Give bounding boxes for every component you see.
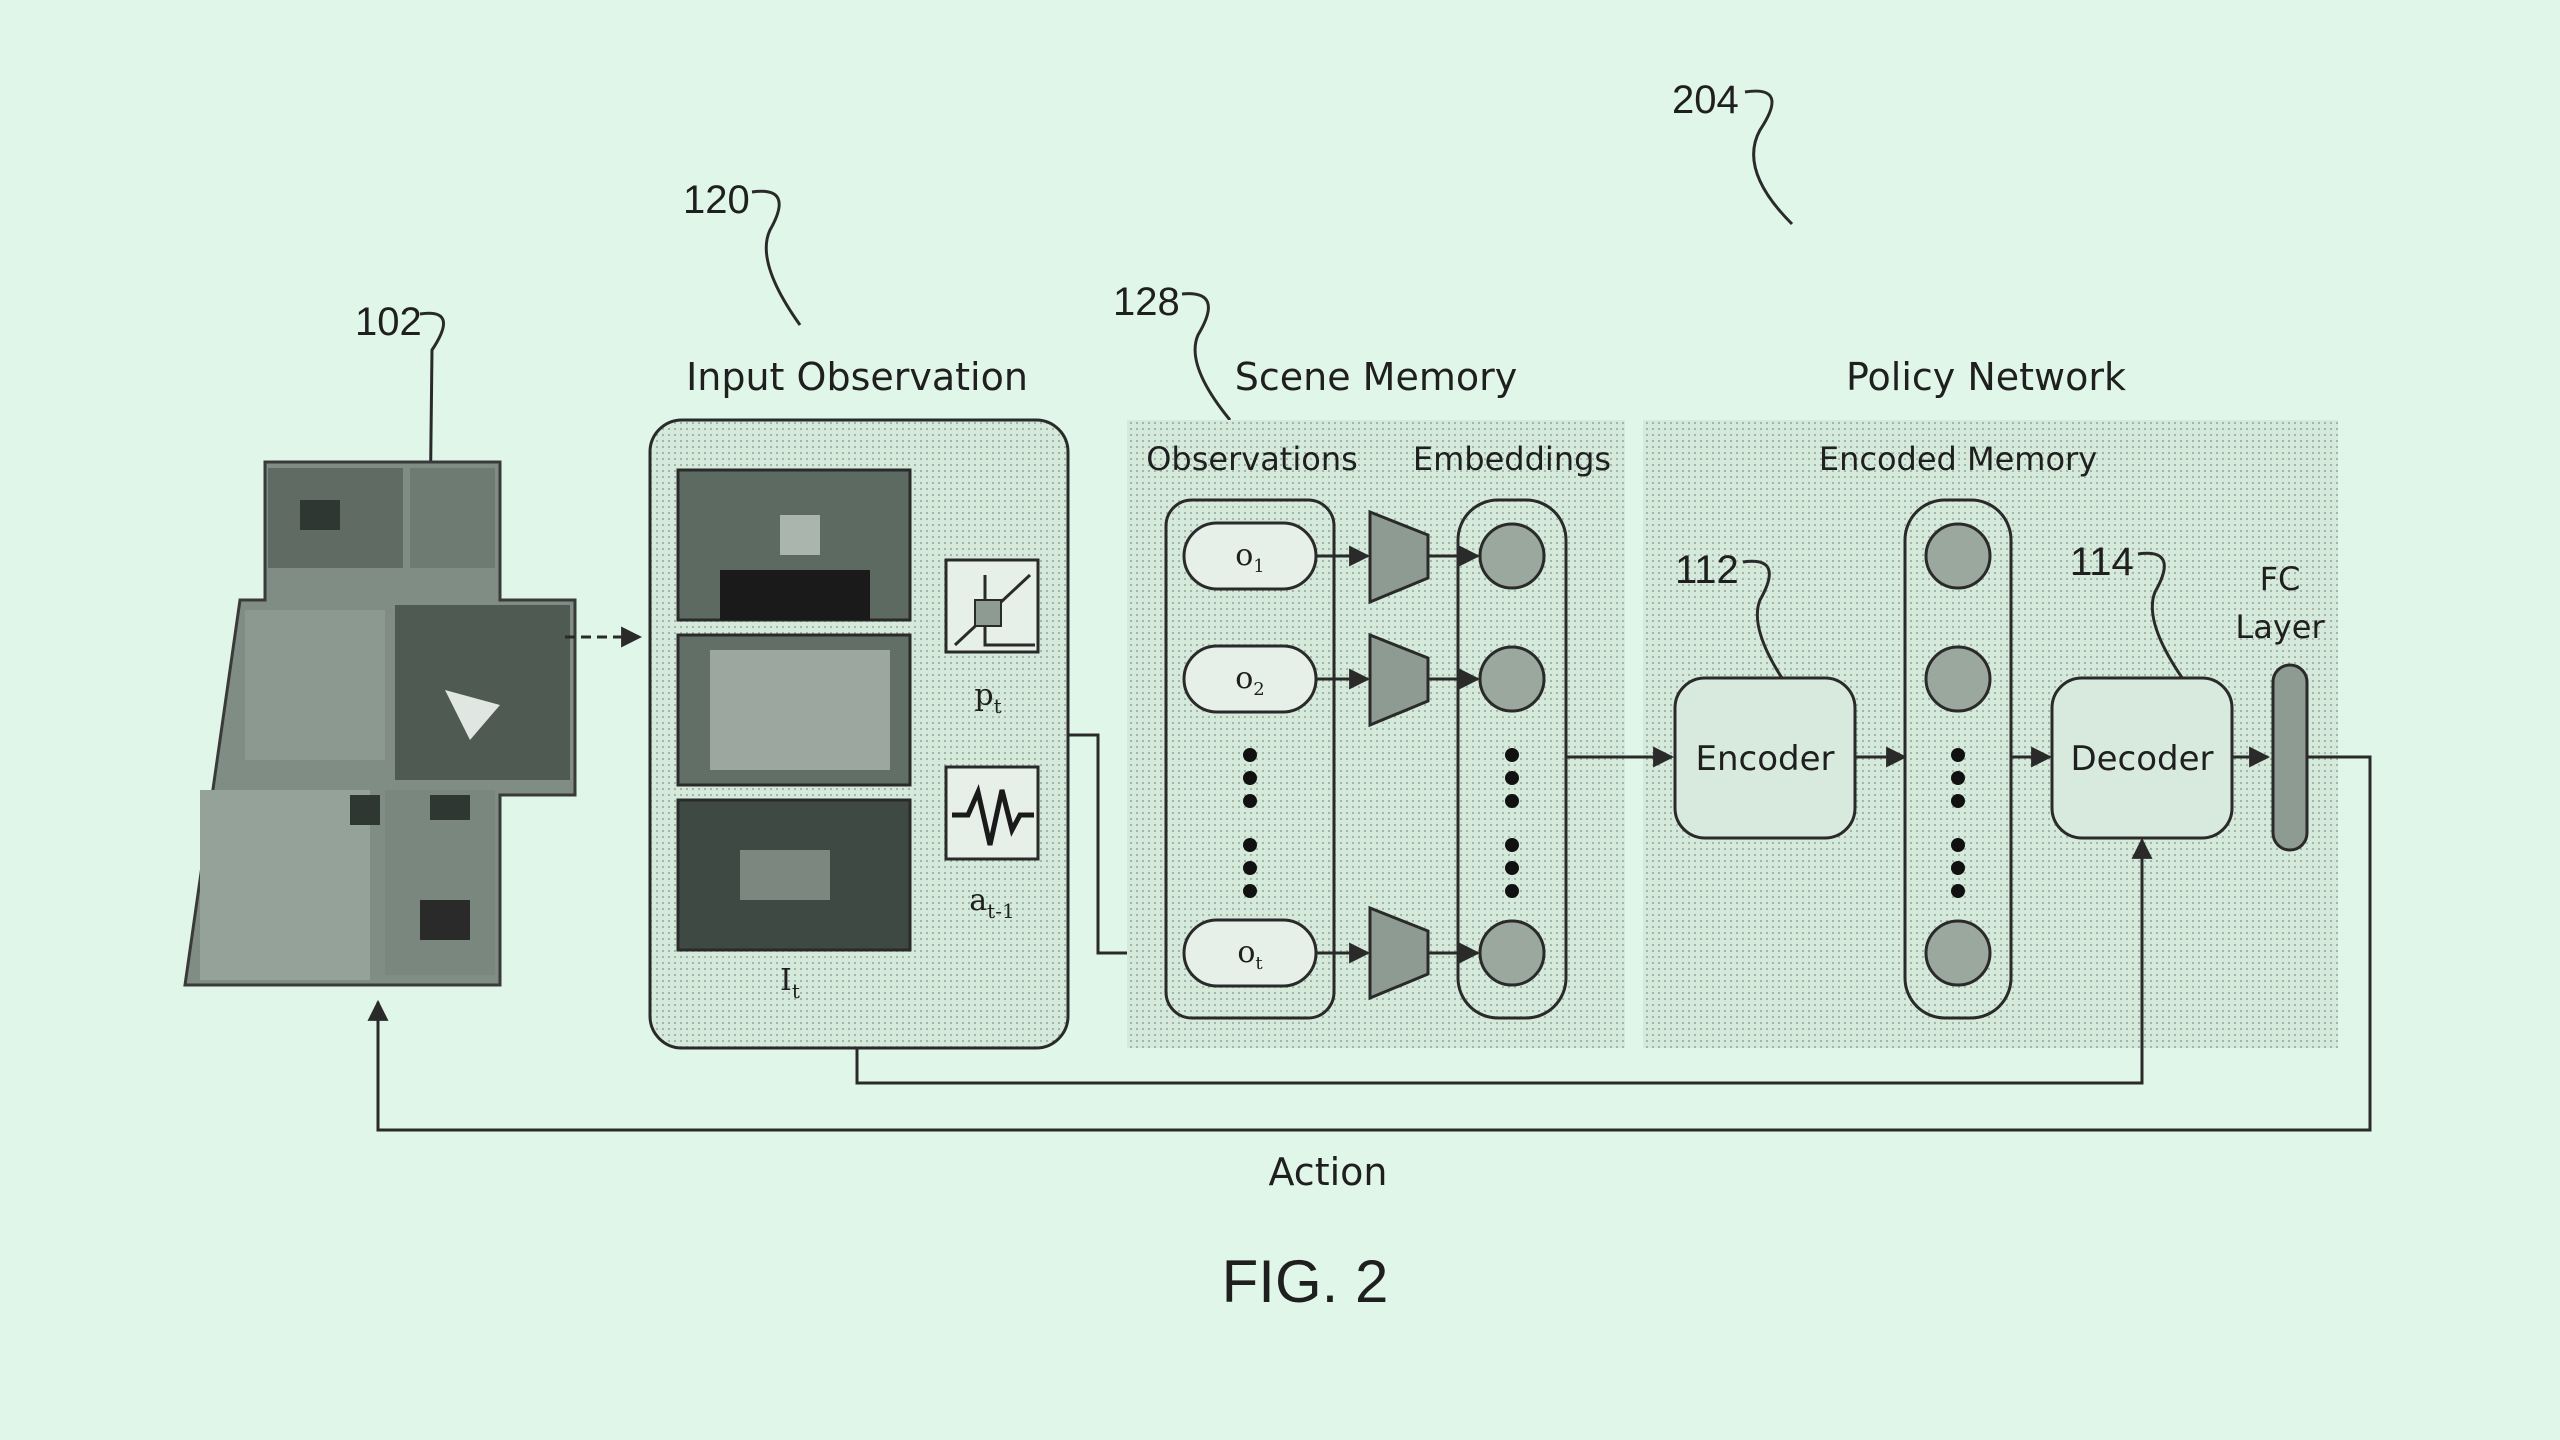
- ref-114: 114: [2070, 540, 2134, 584]
- fc-layer-block: [2271, 663, 2309, 852]
- ref-112: 112: [1675, 548, 1739, 592]
- embeddings-column: [1456, 498, 1568, 1020]
- rgb-image-stack: [676, 468, 912, 952]
- svg-text:o1: o1: [1235, 538, 1265, 577]
- encoded-ellipsis: [1951, 748, 1965, 898]
- title-policy-network: Policy Network: [1846, 355, 2126, 399]
- label-image: It: [780, 963, 800, 1003]
- action-feedback-line: [367, 755, 2372, 1132]
- ref-204: 204: [1672, 78, 1739, 122]
- ref-120: 120: [683, 178, 750, 222]
- label-pose: pt: [974, 678, 1001, 718]
- fc-label-line1: FC: [2260, 560, 2301, 598]
- embedding-node-1: [1478, 522, 1546, 590]
- embedding-net-1: [1368, 509, 1430, 605]
- subhead-embeddings: Embeddings: [1413, 440, 1611, 478]
- input-to-decoder-line: [855, 837, 2153, 1085]
- encoded-memory-column: [1903, 498, 2013, 1020]
- observation-ellipsis: [1243, 748, 1257, 898]
- subhead-encoded-memory: Encoded Memory: [1819, 440, 2097, 478]
- figure-label: FIG. 2: [1222, 1248, 1389, 1315]
- action-label: Action: [1268, 1150, 1387, 1194]
- svg-text:ot: ot: [1237, 935, 1263, 974]
- encoded-node-1: [1924, 522, 1992, 590]
- embedding-net-2: [1368, 632, 1430, 728]
- embedding-node-t: [1478, 919, 1546, 987]
- label-previous-action: at-1: [969, 883, 1014, 923]
- title-input-observation: Input Observation: [686, 355, 1028, 399]
- title-scene-memory: Scene Memory: [1235, 355, 1517, 399]
- leader-114: [2137, 551, 2187, 683]
- leader-112: [1742, 559, 1792, 691]
- leader-128: [1181, 292, 1232, 421]
- fc-label-line2: Layer: [2235, 608, 2325, 646]
- environment-3d-map: [183, 460, 577, 987]
- embedding-node-2: [1478, 645, 1546, 713]
- leader-102: [419, 311, 445, 696]
- leader-204: [1744, 89, 1794, 226]
- encoded-node-2: [1924, 645, 1992, 713]
- ref-128: 128: [1113, 280, 1180, 324]
- svg-text:o2: o2: [1235, 661, 1265, 700]
- observations-column: [1164, 498, 1336, 1020]
- encoded-node-t: [1924, 919, 1992, 987]
- leader-120: [751, 189, 802, 326]
- ref-102: 102: [355, 300, 422, 344]
- decoder-label: Decoder: [2070, 739, 2213, 779]
- embedding-ellipsis: [1505, 748, 1519, 898]
- embedding-net-t: [1368, 905, 1430, 1001]
- subhead-observations: Observations: [1146, 440, 1358, 478]
- encoder-label: Encoder: [1695, 739, 1834, 779]
